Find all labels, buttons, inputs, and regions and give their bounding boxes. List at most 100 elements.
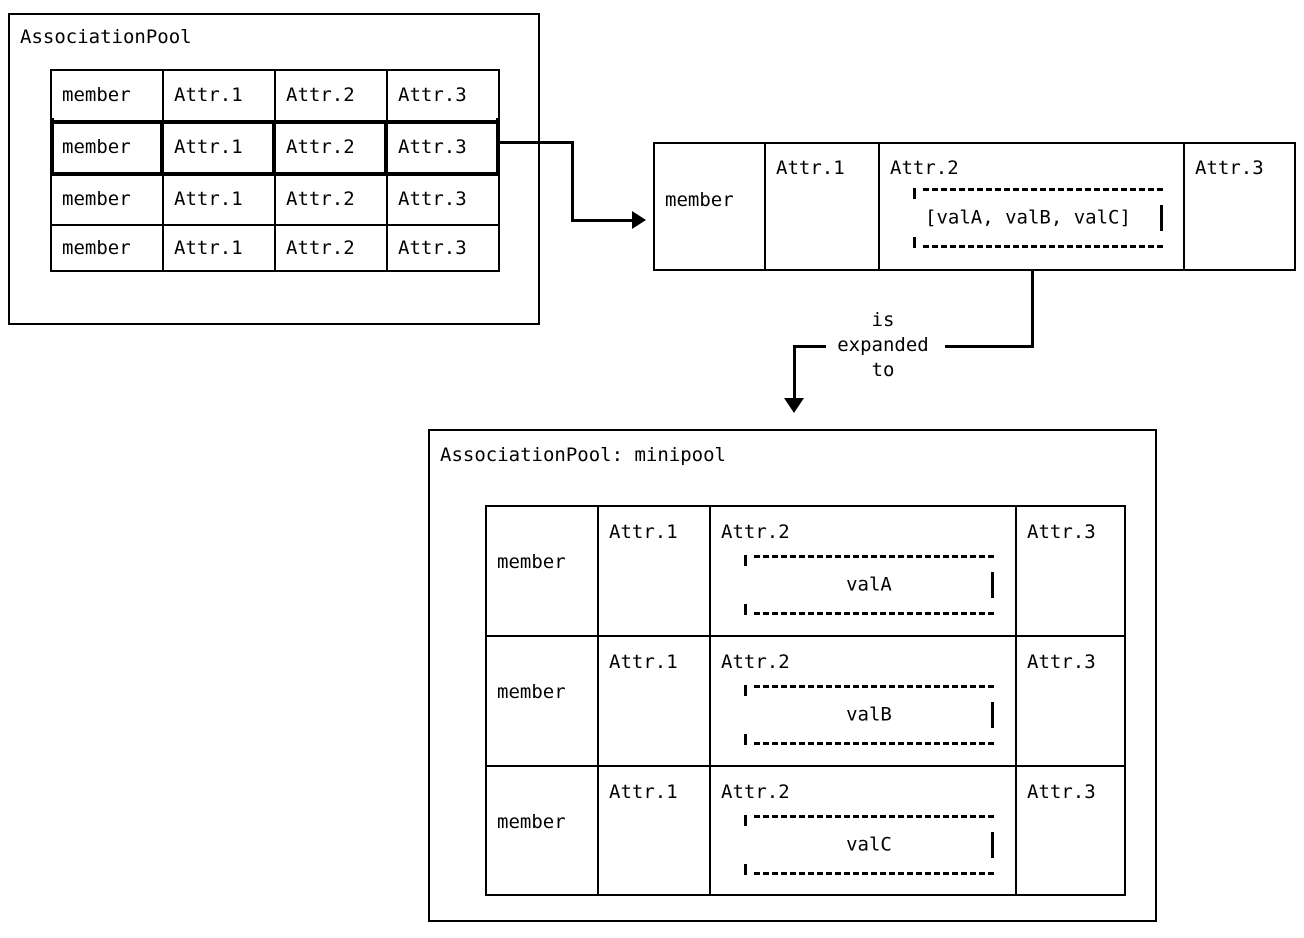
cell-text: member	[497, 551, 566, 573]
cell-attr3: Attr.3	[388, 71, 498, 120]
chip-value-label: valC	[846, 833, 892, 856]
cell-attr1: Attr.1	[766, 144, 880, 269]
row-divider	[487, 635, 1124, 637]
chip-corner-bottom-left	[913, 237, 916, 248]
edge-label-line-3: to	[871, 359, 895, 381]
chip-dashed-bottom	[923, 245, 1163, 248]
connector-segment-h2	[571, 219, 632, 222]
cell-text: Attr.2	[890, 157, 959, 179]
table-row[interactable]: member Attr.1 Attr.2 [valA, valB, valC] …	[655, 144, 1294, 269]
expand-connector-v-source	[1031, 271, 1034, 347]
chip-value-label: valB	[846, 703, 892, 726]
value-chip: valB	[744, 685, 994, 745]
association-pool-table: member Attr.1 Attr.2 Attr.3 member Attr.…	[50, 69, 500, 272]
cell-attr2: Attr.2 valB	[711, 637, 1017, 765]
table-row[interactable]: member Attr.1 Attr.2 valA Attr.3	[487, 507, 1124, 635]
connector-segment-h1	[500, 141, 574, 144]
cell-text: Attr.3	[398, 136, 467, 158]
selected-row-left-edge	[50, 118, 54, 172]
cell-text: Attr.1	[609, 521, 678, 543]
cell-attr1: Attr.1	[164, 176, 276, 224]
minipool-table: member Attr.1 Attr.2 valA Attr.3	[485, 505, 1126, 896]
expand-edge-label: is expanded to	[822, 308, 944, 383]
chip-right-bar	[1160, 205, 1163, 231]
chip-value-label: [valA, valB, valC]	[925, 206, 1131, 229]
selected-row-right-edge	[496, 118, 500, 172]
cell-text: member	[62, 237, 131, 259]
cell-text: member	[62, 84, 131, 106]
chip-dashed-bottom	[754, 872, 994, 875]
cell-attr3: Attr.3	[388, 124, 498, 172]
expand-connector-h-source	[945, 345, 1034, 348]
edge-label-line-1: is	[871, 309, 895, 331]
chip-corner-top-left	[913, 188, 916, 199]
cell-attr2: Attr.2	[276, 124, 388, 172]
chip-dashed-top	[923, 188, 1163, 191]
chip-right-bar	[991, 702, 994, 728]
cell-member: member	[52, 176, 164, 224]
table-row[interactable]: member Attr.1 Attr.2 valC Attr.3	[487, 767, 1124, 894]
cell-attr1: Attr.1	[599, 637, 711, 765]
chip-corner-top-left	[744, 685, 747, 696]
cell-text: member	[62, 136, 131, 158]
cell-attr2: Attr.2 valC	[711, 767, 1017, 894]
table-row[interactable]: member Attr.1 Attr.2 Attr.3	[52, 226, 498, 270]
cell-attr3: Attr.3	[388, 226, 498, 270]
table-row[interactable]: member Attr.1 Attr.2 Attr.3	[52, 71, 498, 120]
cell-attr3: Attr.3	[388, 176, 498, 224]
chip-corner-bottom-left	[744, 864, 747, 875]
cell-text: Attr.3	[1027, 521, 1096, 543]
cell-attr3: Attr.3	[1185, 144, 1294, 269]
chip-dashed-top	[754, 555, 994, 558]
chip-right-bar	[991, 832, 994, 858]
cell-attr3: Attr.3	[1017, 507, 1124, 635]
cell-member: member	[52, 124, 164, 172]
cell-text: member	[497, 681, 566, 703]
chip-dashed-bottom	[754, 612, 994, 615]
cell-member: member	[52, 226, 164, 270]
cell-text: Attr.2	[286, 188, 355, 210]
expand-connector-arrowhead	[784, 398, 804, 413]
cell-text: Attr.3	[398, 84, 467, 106]
expand-connector-h-target	[793, 345, 826, 348]
cell-text: Attr.3	[398, 188, 467, 210]
cell-attr2: Attr.2	[276, 176, 388, 224]
edge-label-line-2: expanded	[837, 334, 929, 356]
cell-text: Attr.1	[609, 651, 678, 673]
value-chip: [valA, valB, valC]	[913, 188, 1163, 248]
chip-dashed-top	[754, 685, 994, 688]
association-pool-title: AssociationPool	[20, 26, 192, 48]
cell-text: Attr.3	[1027, 781, 1096, 803]
chip-dashed-top	[754, 815, 994, 818]
cell-member: member	[487, 767, 599, 894]
value-chip: valC	[744, 815, 994, 875]
cell-attr2: Attr.2 [valA, valB, valC]	[880, 144, 1185, 269]
cell-attr1: Attr.1	[164, 226, 276, 270]
cell-text: Attr.2	[721, 781, 790, 803]
cell-text: Attr.2	[721, 651, 790, 673]
table-row[interactable]: member Attr.1 Attr.2 valB Attr.3	[487, 637, 1124, 765]
cell-member: member	[487, 637, 599, 765]
cell-text: Attr.3	[1195, 157, 1264, 179]
table-row[interactable]: member Attr.1 Attr.2 Attr.3	[52, 176, 498, 224]
chip-corner-bottom-left	[744, 604, 747, 615]
cell-text: Attr.1	[174, 237, 243, 259]
cell-member: member	[655, 144, 766, 269]
cell-text: Attr.2	[286, 84, 355, 106]
cell-text: Attr.2	[286, 136, 355, 158]
cell-attr1: Attr.1	[599, 507, 711, 635]
row-divider	[52, 120, 498, 124]
cell-member: member	[52, 71, 164, 120]
connector-segment-v1	[571, 141, 574, 221]
cell-attr1: Attr.1	[164, 71, 276, 120]
table-row-selected[interactable]: member Attr.1 Attr.2 Attr.3	[52, 124, 498, 172]
cell-text: Attr.2	[286, 237, 355, 259]
chip-corner-top-left	[744, 555, 747, 566]
cell-attr2: Attr.2 valA	[711, 507, 1017, 635]
cell-attr1: Attr.1	[164, 124, 276, 172]
cell-attr3: Attr.3	[1017, 637, 1124, 765]
chip-corner-bottom-left	[744, 734, 747, 745]
cell-attr2: Attr.2	[276, 71, 388, 120]
cell-attr1: Attr.1	[599, 767, 711, 894]
